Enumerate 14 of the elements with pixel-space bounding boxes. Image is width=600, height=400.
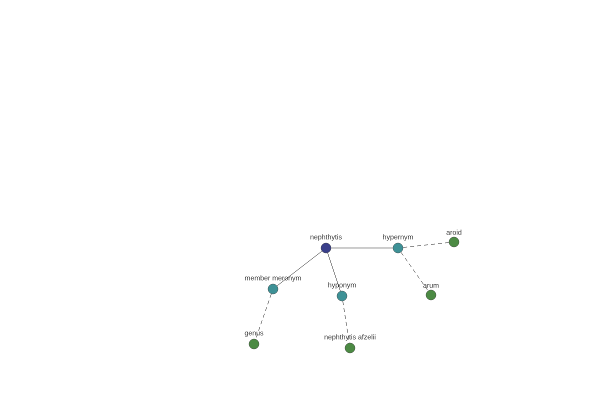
connector-line	[276, 250, 322, 286]
graph-node	[392, 242, 404, 254]
connector-line	[402, 242, 450, 248]
connector-line	[342, 300, 350, 344]
graph-node	[320, 242, 332, 254]
graph-node	[344, 342, 356, 354]
graph-node	[448, 236, 460, 248]
connector-line	[256, 294, 272, 340]
connector-line	[327, 252, 341, 292]
graph-node	[268, 284, 278, 294]
connector-line	[400, 252, 428, 291]
graph-node	[426, 290, 436, 300]
graph-node	[248, 338, 260, 350]
graph-node	[336, 290, 348, 302]
